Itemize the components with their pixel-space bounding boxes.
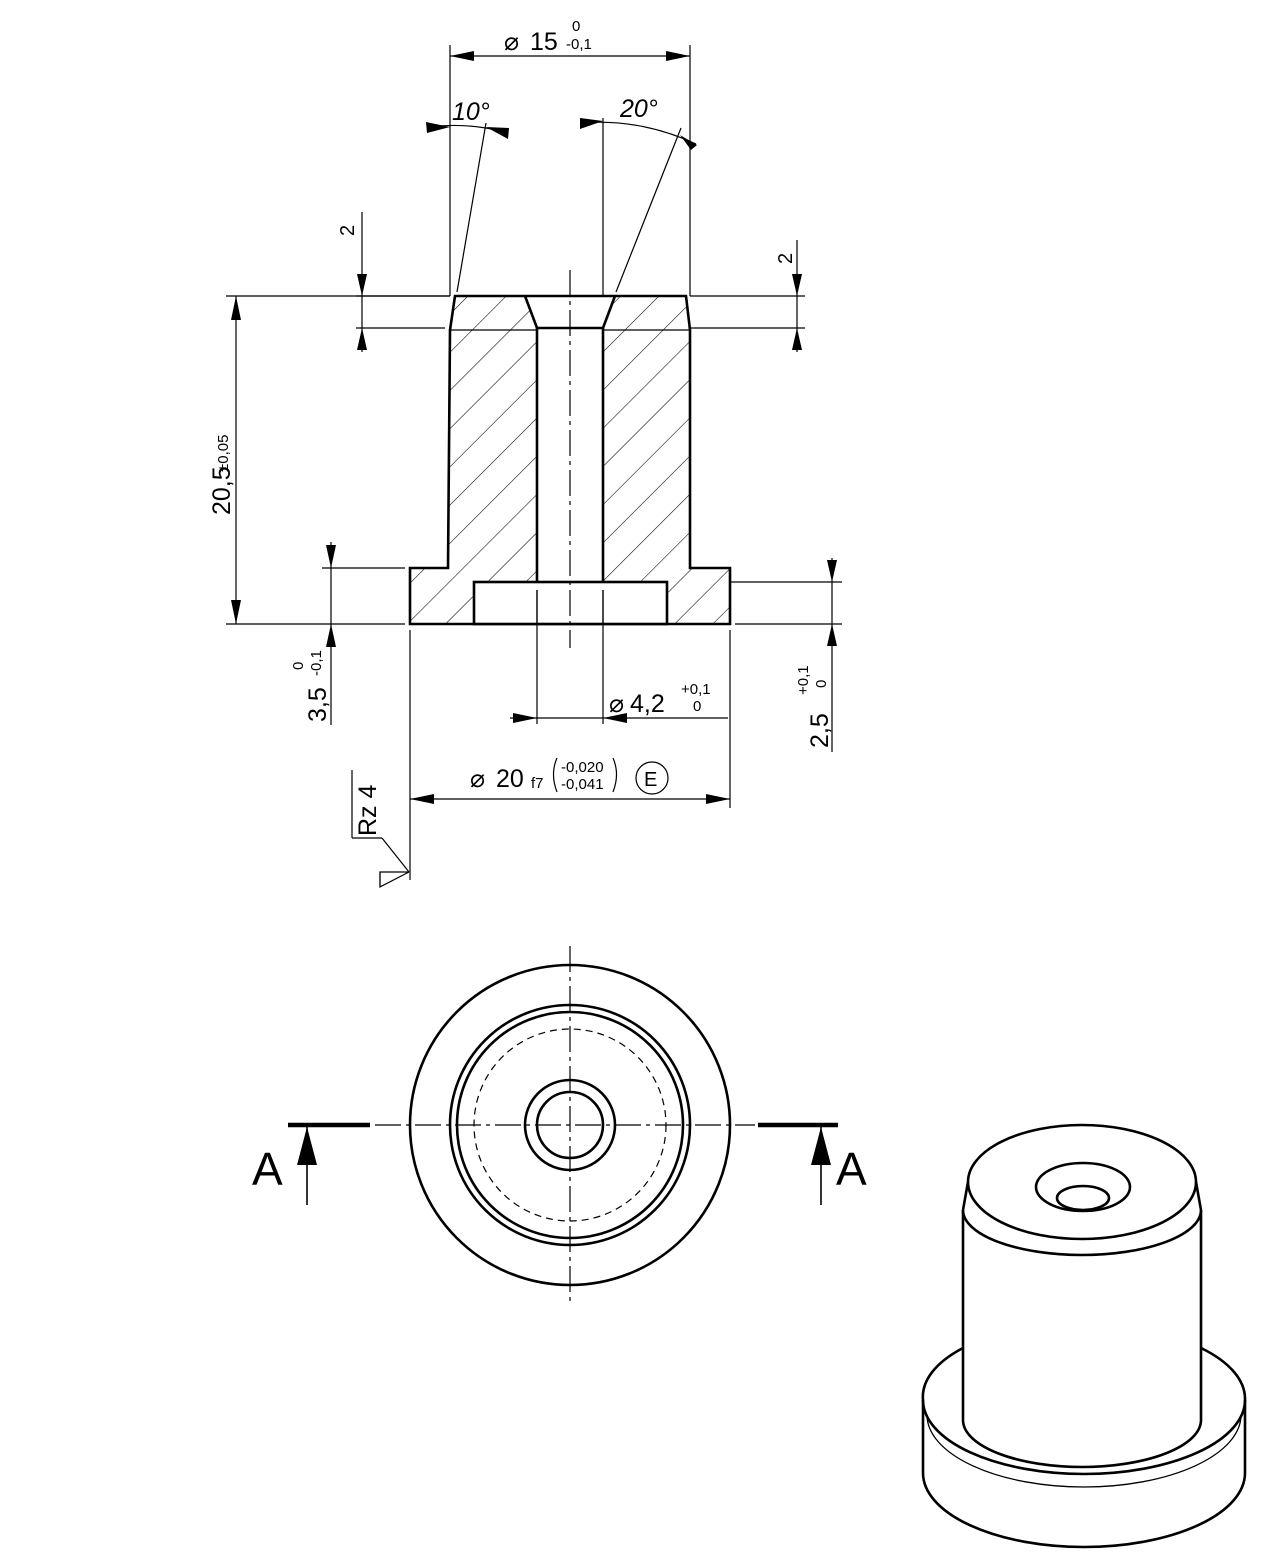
iso-flange-top bbox=[921, 1346, 1247, 1476]
flange-upper-tol: 0 bbox=[290, 662, 307, 670]
dia20-lower-tol: -0,041 bbox=[561, 776, 604, 793]
dia15-symbol: ⌀ bbox=[504, 28, 519, 56]
recess-upper-tol: +0,1 bbox=[795, 665, 812, 695]
flange-value: 3,5 bbox=[304, 687, 332, 722]
dia20-upper-tol: -0,020 bbox=[561, 759, 604, 776]
angle20-label: 20° bbox=[619, 95, 658, 123]
dimension-dia4: ⌀ 4,2 +0,1 0 bbox=[510, 590, 728, 724]
section-outline bbox=[408, 294, 732, 626]
iso-flange-side bbox=[921, 1400, 1247, 1549]
dimension-height: 20,5 ±0,05 bbox=[208, 295, 450, 625]
iso-top-face bbox=[966, 1123, 1198, 1241]
surface-roughness: Rz 4 bbox=[351, 770, 410, 888]
dimension-angle10: 10° bbox=[426, 98, 509, 293]
section-marker-left: A bbox=[252, 1122, 370, 1205]
dia20-value: 20 bbox=[496, 765, 524, 793]
flange-lower-tol: -0,1 bbox=[308, 650, 325, 676]
section-hatch-right bbox=[603, 296, 730, 624]
chamfer-right-value: 2 bbox=[775, 253, 797, 264]
dia4-lower-tol: 0 bbox=[693, 698, 701, 715]
dia20-fit: f7 bbox=[531, 775, 544, 792]
dia15-lower-tol: -0,1 bbox=[566, 36, 592, 53]
chamfer-left-value: 2 bbox=[337, 225, 359, 236]
recess-lower-tol: 0 bbox=[813, 680, 830, 688]
section-marker-right: A bbox=[758, 1122, 867, 1205]
isometric-view bbox=[921, 1123, 1247, 1549]
height-tol: ±0,05 bbox=[215, 435, 232, 472]
height-value: 20,5 bbox=[208, 466, 236, 515]
envelope-symbol: E bbox=[644, 769, 657, 791]
dia20-symbol: ⌀ bbox=[470, 765, 485, 793]
roughness-value: Rz 4 bbox=[354, 785, 382, 837]
dimension-recess: 2,5 +0,1 0 bbox=[730, 558, 842, 752]
dimension-chamfer-left: 2 bbox=[337, 212, 450, 352]
iso-bore bbox=[1055, 1184, 1111, 1212]
angle10-label: 10° bbox=[452, 98, 490, 126]
dimension-dia20: ⌀ 20 f7 -0,020 -0,041 E bbox=[409, 630, 731, 880]
iso-body bbox=[961, 1210, 1203, 1469]
dimension-chamfer-right: 2 bbox=[690, 240, 805, 352]
dia4-value: 4,2 bbox=[630, 690, 665, 718]
recess-value: 2,5 bbox=[806, 713, 834, 748]
section-hatch-left bbox=[410, 296, 537, 624]
iso-flange-edge-line bbox=[926, 1414, 1242, 1488]
top-view bbox=[375, 946, 755, 1302]
dia4-symbol: ⌀ bbox=[609, 690, 624, 718]
dia4-upper-tol: +0,1 bbox=[681, 681, 711, 698]
dia15-upper-tol: 0 bbox=[572, 18, 580, 35]
iso-chamfer-ring bbox=[961, 1209, 1203, 1257]
dimension-angle20: 20° bbox=[579, 95, 697, 296]
section-view bbox=[408, 270, 732, 648]
dimension-flange: 3,5 0 -0,1 bbox=[290, 542, 405, 725]
section-label-right: A bbox=[836, 1143, 867, 1195]
dia15-value: 15 bbox=[530, 28, 558, 56]
dimension-dia15: ⌀ 15 0 -0,1 bbox=[449, 18, 691, 296]
section-label-left: A bbox=[252, 1143, 283, 1195]
